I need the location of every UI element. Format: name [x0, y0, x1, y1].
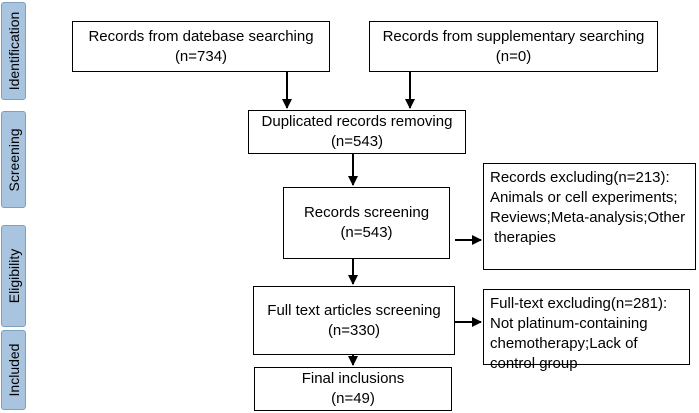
records-screening-label: Records screening — [303, 204, 430, 221]
phase-eligibility: Eligibility — [1, 225, 26, 327]
box-final-inclusions: Final inclusions (n=49) — [254, 367, 452, 411]
database-search-count: (n=734) — [174, 47, 228, 65]
final-inclusions-label: Final inclusions — [301, 370, 405, 387]
box-records-excluded: Records excluding(n=213): Animals or cel… — [483, 163, 696, 270]
final-inclusions-count: (n=49) — [331, 390, 375, 407]
phase-screening: Screening — [1, 111, 26, 208]
records-excluded-reason-2: Reviews;Meta-analysis;Other — [490, 209, 686, 226]
box-records-screening: Records screening (n=543) — [283, 187, 450, 259]
box-fulltext-screening: Full text articles screening (n=330) — [253, 286, 455, 355]
records-excluded-reason-3: therapies — [490, 229, 556, 246]
box-database-search: Records from datebase searching (n=734) — [72, 21, 330, 72]
phase-identification: Identification — [1, 2, 26, 100]
records-excluded-reason-1: Animals or cell experiments; — [490, 189, 678, 206]
fulltext-excluded-reason-2: chemotherapy;Lack of — [490, 335, 638, 352]
fulltext-screening-label: Full text articles screening — [267, 301, 441, 319]
box-supplementary-search: Records from supplementary searching (n=… — [369, 21, 658, 72]
duplicates-removal-label: Duplicated records removing — [261, 113, 453, 130]
fulltext-excluded-reason-3: control group — [490, 355, 578, 372]
box-duplicates-removal: Duplicated records removing (n=543) — [248, 110, 466, 154]
fulltext-excluded-reason-1: Not platinum-containing — [490, 315, 648, 332]
database-search-label: Records from datebase searching — [88, 27, 314, 45]
duplicates-removal-count: (n=543) — [330, 133, 384, 150]
records-screening-count: (n=543) — [340, 224, 393, 241]
supplementary-search-count: (n=0) — [495, 47, 532, 65]
fulltext-screening-count: (n=330) — [327, 321, 381, 339]
fulltext-excluded-title: Full-text excluding(n=281): — [490, 295, 668, 312]
supplementary-search-label: Records from supplementary searching — [382, 27, 645, 45]
records-excluded-title: Records excluding(n=213): — [490, 169, 670, 186]
phase-included: Included — [1, 330, 26, 410]
box-fulltext-excluded: Full-text excluding(n=281): Not platinum… — [483, 289, 690, 372]
